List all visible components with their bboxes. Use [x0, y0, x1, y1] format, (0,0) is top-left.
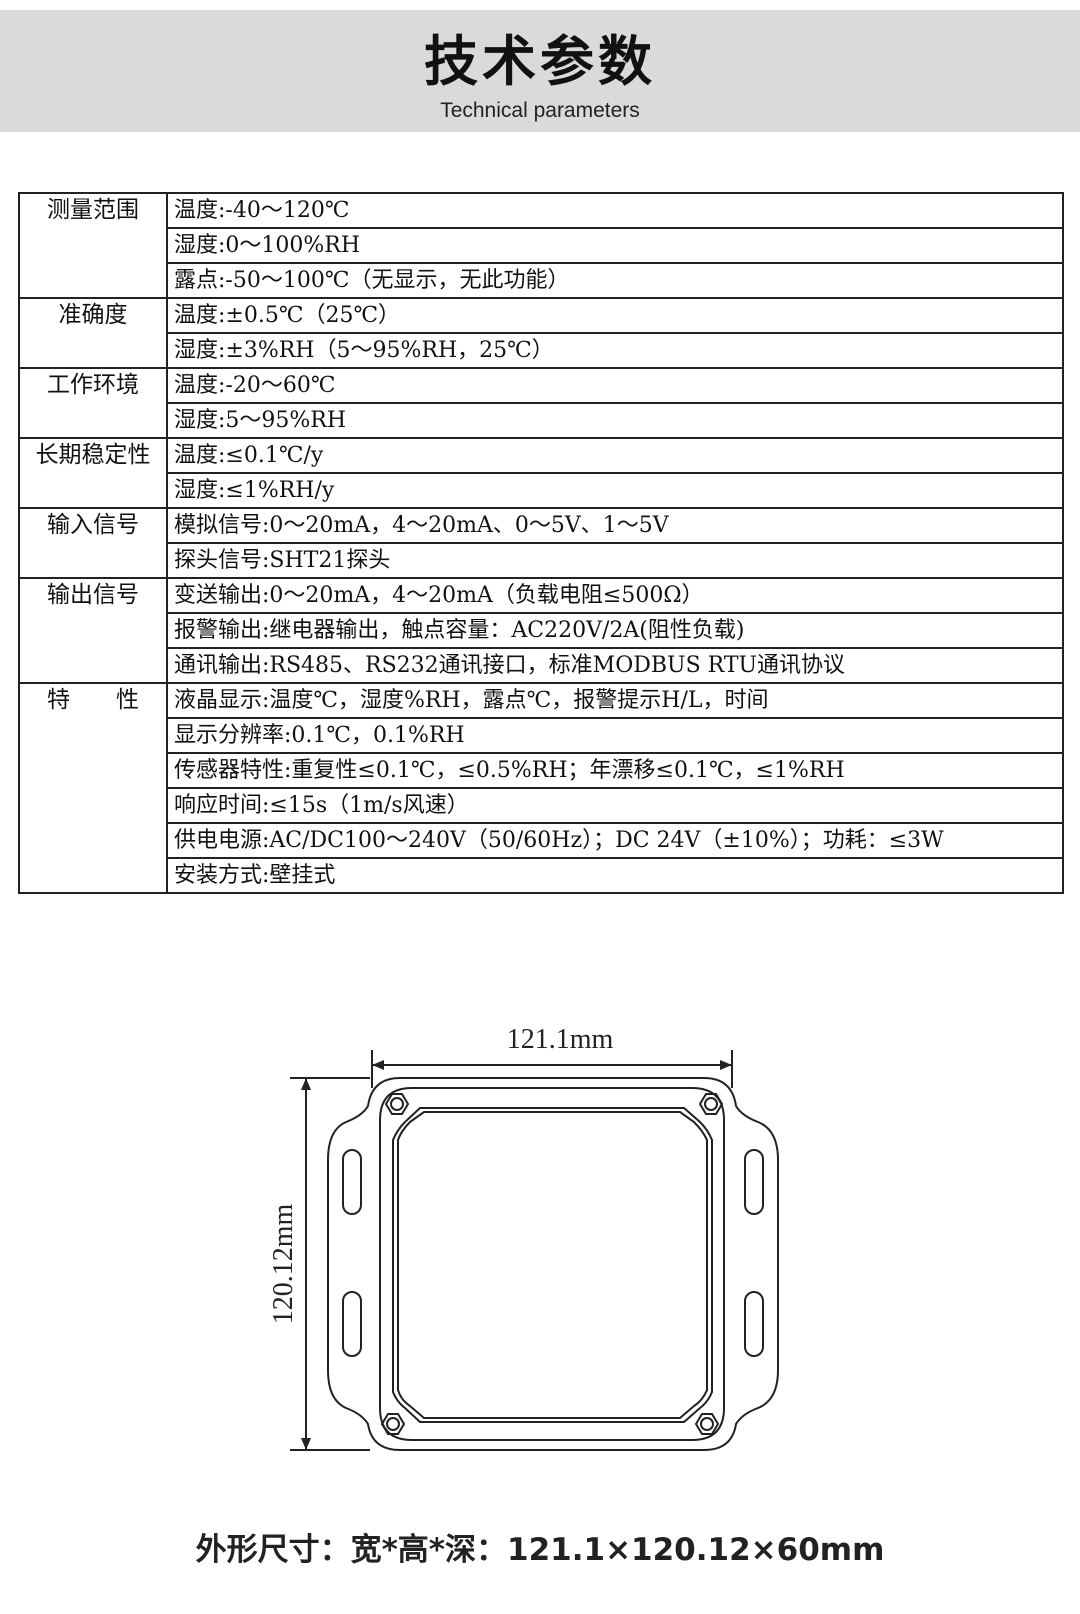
page-title: 技术参数	[424, 30, 656, 93]
enclosure-lid-outer	[392, 1107, 713, 1423]
table-row: 露点:-50～100℃（无显示，无此功能）	[19, 262, 1064, 299]
spec-value: 传感器特性:重复性≤0.1℃，≤0.5%RH；年漂移≤0.1℃，≤1%RH	[166, 752, 1064, 789]
table-row: 特 性 液晶显示:温度℃，湿度%RH，露点℃，报警提示H/L，时间	[18, 682, 1064, 894]
table-row: 通讯输出:RS485、RS232通讯接口，标准MODBUS RTU通讯协议	[19, 647, 1064, 684]
mounting-slot	[342, 1291, 362, 1357]
header-banner: 技术参数 Technical parameters	[0, 10, 1080, 132]
spec-category: 特 性	[18, 682, 168, 894]
spec-value: 通讯输出:RS485、RS232通讯接口，标准MODBUS RTU通讯协议	[166, 647, 1064, 684]
table-row: 准确度 温度:±0.5℃（25℃）	[18, 297, 1064, 369]
spec-value: 响应时间:≤15s（1m/s风速）	[166, 787, 1064, 824]
spec-category-label: 长期稳定性	[35, 442, 151, 468]
spec-category-label: 特 性	[47, 687, 139, 713]
spec-value: 安装方式:壁挂式	[166, 857, 1064, 894]
table-row: 供电电源:AC/DC100～240V（50/60Hz）；DC 24V（±10%）…	[19, 822, 1064, 859]
mounting-slot	[744, 1149, 764, 1215]
spec-value: 报警输出:继电器输出，触点容量：AC220V/2A(阻性负载)	[166, 612, 1064, 649]
mounting-slot	[744, 1291, 764, 1357]
corner-screw-icon	[380, 1413, 406, 1435]
spec-category: 长期稳定性	[18, 437, 168, 509]
spec-category: 输入信号	[18, 507, 168, 579]
spec-value: 露点:-50～100℃（无显示，无此功能）	[166, 262, 1064, 299]
spec-value: 温度:≤0.1℃/y	[166, 437, 1064, 474]
spec-value: 模拟信号:0～20mA，4～20mA、0～5V、1～5V	[166, 507, 1064, 544]
table-row: 湿度:0～100%RH	[19, 227, 1064, 264]
arrow-up-icon	[301, 1078, 311, 1090]
table-row: 探头信号:SHT21探头	[19, 542, 1064, 579]
arrow-down-icon	[301, 1438, 311, 1450]
table-row: 传感器特性:重复性≤0.1℃，≤0.5%RH；年漂移≤0.1℃，≤1%RH	[19, 752, 1064, 789]
spec-category: 准确度	[18, 297, 168, 369]
spec-category-label: 测量范围	[47, 197, 139, 223]
spec-value: 温度:-40～120℃	[166, 192, 1064, 229]
spec-value: 湿度:≤1%RH/y	[166, 472, 1064, 509]
corner-screw-icon	[384, 1093, 410, 1115]
enclosure-outline	[327, 1077, 779, 1451]
arrow-left-icon	[372, 1060, 384, 1070]
table-row: 安装方式:壁挂式	[19, 857, 1064, 894]
width-label: 121.1mm	[507, 1024, 614, 1055]
spec-category-label: 工作环境	[47, 372, 139, 398]
corner-screw-icon	[694, 1413, 720, 1435]
height-label: 120.12mm	[268, 1204, 299, 1325]
spec-value: 温度:±0.5℃（25℃）	[166, 297, 1064, 334]
spec-value: 供电电源:AC/DC100～240V（50/60Hz）；DC 24V（±10%）…	[166, 822, 1064, 859]
table-row: 响应时间:≤15s（1m/s风速）	[19, 787, 1064, 824]
table-row: 测量范围 温度:-40～120℃	[18, 192, 1064, 299]
spec-category-label: 输出信号	[47, 582, 139, 608]
spec-category-label: 准确度	[58, 302, 128, 328]
table-row: 报警输出:继电器输出，触点容量：AC220V/2A(阻性负载)	[19, 612, 1064, 649]
table-row: 湿度:±3%RH（5～95%RH，25℃）	[19, 332, 1064, 369]
arrow-right-icon	[720, 1060, 732, 1070]
table-row: 工作环境 温度:-20～60℃	[18, 367, 1064, 439]
enclosure-frame	[379, 1087, 725, 1441]
enclosure-dimension-drawing: 121.1mm 120.12mm	[268, 1024, 779, 1451]
spec-value: 温度:-20～60℃	[166, 367, 1064, 404]
spec-category: 输出信号	[18, 577, 168, 684]
corner-screw-icon	[698, 1093, 724, 1115]
page-subtitle: Technical parameters	[440, 99, 640, 122]
spec-value: 湿度:±3%RH（5～95%RH，25℃）	[166, 332, 1064, 369]
spec-value: 湿度:0～100%RH	[166, 227, 1064, 264]
table-row: 输入信号 模拟信号:0～20mA，4～20mA、0～5V、1～5V	[18, 507, 1064, 579]
spec-value: 液晶显示:温度℃，湿度%RH，露点℃，报警提示H/L，时间	[166, 682, 1064, 719]
spec-value: 湿度:5～95%RH	[166, 402, 1064, 439]
table-row: 湿度:5～95%RH	[19, 402, 1064, 439]
spec-category: 测量范围	[18, 192, 168, 299]
spec-value: 变送输出:0～20mA，4～20mA（负载电阻≤500Ω）	[166, 577, 1064, 614]
table-row: 输出信号 变送输出:0～20mA，4～20mA（负载电阻≤500Ω）	[18, 577, 1064, 684]
spec-category-label: 输入信号	[47, 512, 139, 538]
spec-category: 工作环境	[18, 367, 168, 439]
mounting-slot	[342, 1149, 362, 1215]
spec-value: 探头信号:SHT21探头	[166, 542, 1064, 579]
dimensions-caption: 外形尺寸：宽*高*深：121.1×120.12×60mm	[195, 1532, 885, 1568]
table-row: 显示分辨率:0.1℃，0.1%RH	[19, 717, 1064, 754]
enclosure-lid-inner	[397, 1111, 708, 1419]
table-row: 湿度:≤1%RH/y	[19, 472, 1064, 509]
spec-value: 显示分辨率:0.1℃，0.1%RH	[166, 717, 1064, 754]
table-row: 长期稳定性温度:≤0.1℃/y	[18, 437, 1064, 509]
